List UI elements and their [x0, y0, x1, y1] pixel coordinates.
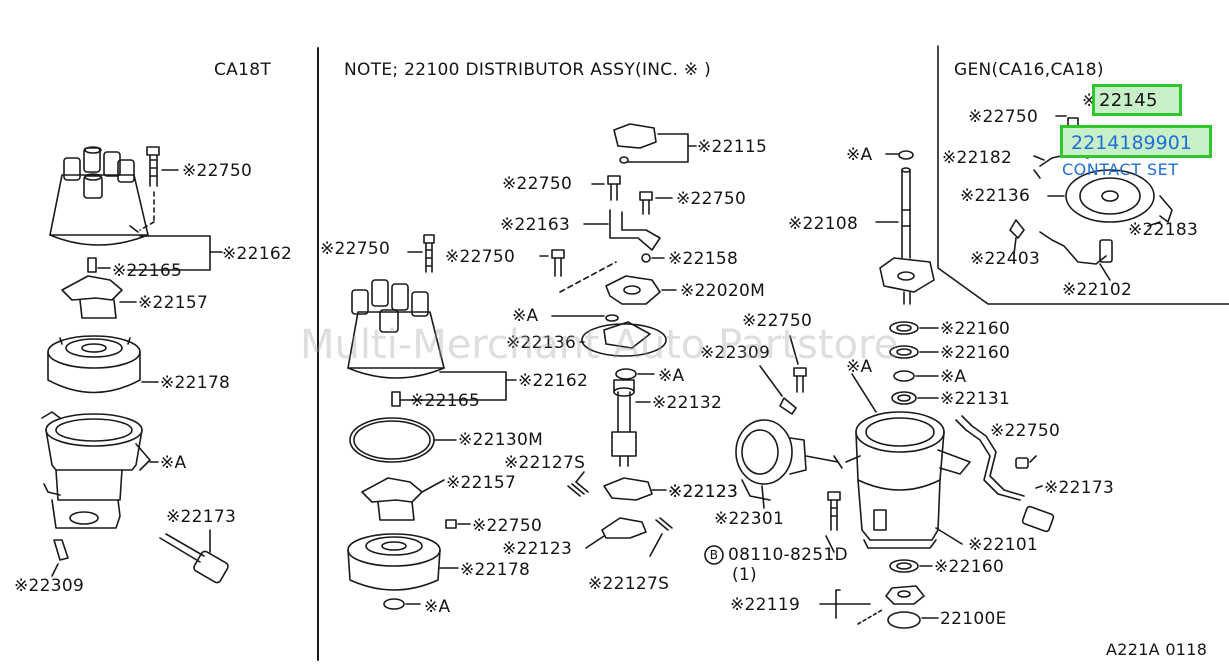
- center-label-17: ※22123: [668, 482, 739, 502]
- highlight-box-main[interactable]: 2214189901: [1060, 125, 1212, 158]
- highlight-part-number[interactable]: 2214189901: [1071, 132, 1192, 154]
- left-label-1: ※22162: [222, 244, 293, 264]
- center-label-19: ※22123: [502, 539, 573, 559]
- center-label-2: ※22750: [676, 189, 747, 209]
- right-label-15: ※22119: [730, 595, 801, 615]
- right-label-9: ※22750: [990, 421, 1061, 441]
- center-label-10: ※22162: [518, 371, 589, 391]
- header-center: NOTE; 22100 DISTRIBUTOR ASSY(INC. ※ ): [344, 60, 712, 80]
- vacuum-22301: [735, 419, 843, 509]
- header-left: CA18T: [214, 60, 272, 80]
- highlight-box-top[interactable]: 22145: [1092, 84, 1182, 116]
- center-label-0: ※22115: [697, 137, 768, 157]
- cap-center: [347, 234, 445, 379]
- right-label-14: ※22160: [934, 557, 1005, 577]
- left-label-4: ※22178: [160, 373, 231, 393]
- header-right: GEN(CA16,CA18): [954, 60, 1104, 80]
- right-label-0: ※A: [846, 145, 873, 165]
- center-label-8: ※A: [512, 306, 539, 326]
- right-label-7: ※A: [940, 367, 967, 387]
- center-label-11: ※A: [658, 366, 685, 386]
- bolt-ref-qty: (1): [732, 565, 757, 585]
- center-label-14: ※22130M: [458, 430, 544, 450]
- left-label-5: ※A: [160, 453, 187, 473]
- center-label-16: ※22157: [446, 473, 517, 493]
- bolt-ref-badge: B: [709, 548, 719, 562]
- right-label-10: ※22173: [1044, 478, 1115, 498]
- left-label-3: ※22157: [138, 293, 209, 313]
- shaft-22132: [611, 379, 651, 467]
- center-label-18: ※22750: [472, 516, 543, 536]
- gen-label-2: ※22136: [960, 186, 1031, 206]
- right-label-16: 22100E: [940, 609, 1007, 629]
- center-label-4: ※22750: [320, 239, 391, 259]
- center-label-6: ※22158: [668, 249, 739, 269]
- center-label-5: ※22750: [445, 247, 516, 267]
- right-label-6: ※A: [846, 357, 873, 377]
- bolt-ref-code: 08110-8251D: [728, 545, 848, 565]
- right-label-13: ※22101: [968, 535, 1039, 555]
- right-label-3: ※22309: [700, 343, 771, 363]
- sensor-left: [159, 529, 229, 584]
- rotor-left: [61, 275, 137, 319]
- left-label-7: ※22309: [14, 576, 85, 596]
- center-label-13: ※22132: [652, 393, 723, 413]
- watermark-text: Multi-Merchant Auto Partstore: [300, 322, 899, 368]
- left-label-0: ※22750: [182, 161, 253, 181]
- housing-left: [47, 335, 159, 394]
- highlight-caption: CONTACT SET: [1062, 160, 1179, 179]
- gen-label-0: ※22750: [968, 107, 1039, 127]
- center-label-22: ※A: [424, 597, 451, 617]
- center-label-15: ※22127S: [504, 453, 586, 473]
- gear-22119: [819, 585, 939, 629]
- center-label-3: ※22163: [500, 215, 571, 235]
- body-22101: [845, 373, 971, 549]
- center-label-20: ※22127S: [588, 574, 670, 594]
- center-label-12: ※22165: [410, 391, 481, 411]
- right-label-1: ※22108: [788, 214, 859, 234]
- gen-label-4: ※22403: [970, 249, 1041, 269]
- bolt-left: [139, 146, 179, 231]
- cap-left: [49, 146, 149, 246]
- center-label-9: ※22136: [506, 333, 577, 353]
- gen-label-1: ※22182: [942, 148, 1013, 168]
- left-label-2: ※22165: [112, 261, 183, 281]
- center-label-7: ※22020M: [680, 281, 766, 301]
- highlight-part-top: 22145: [1099, 90, 1158, 111]
- footer-code: A221A 0118: [1106, 640, 1208, 659]
- sensor-right: [955, 415, 1055, 533]
- center-label-1: ※22750: [502, 174, 573, 194]
- part-22115: [613, 123, 697, 164]
- right-label-5: ※22160: [940, 343, 1011, 363]
- shaft-22108: [875, 150, 935, 305]
- gen-label-3: ※22183: [1128, 220, 1199, 240]
- gen-label-5: ※22102: [1062, 280, 1133, 300]
- left-label-6: ※22173: [166, 507, 237, 527]
- right-label-4: ※22160: [940, 319, 1011, 339]
- body-left: [41, 411, 159, 529]
- center-label-21: ※22178: [460, 560, 531, 580]
- right-label-11: ※22123: [668, 482, 739, 502]
- right-label-8: ※22131: [940, 389, 1011, 409]
- right-label-12: ※22301: [714, 509, 785, 529]
- right-label-2: ※22750: [742, 311, 813, 331]
